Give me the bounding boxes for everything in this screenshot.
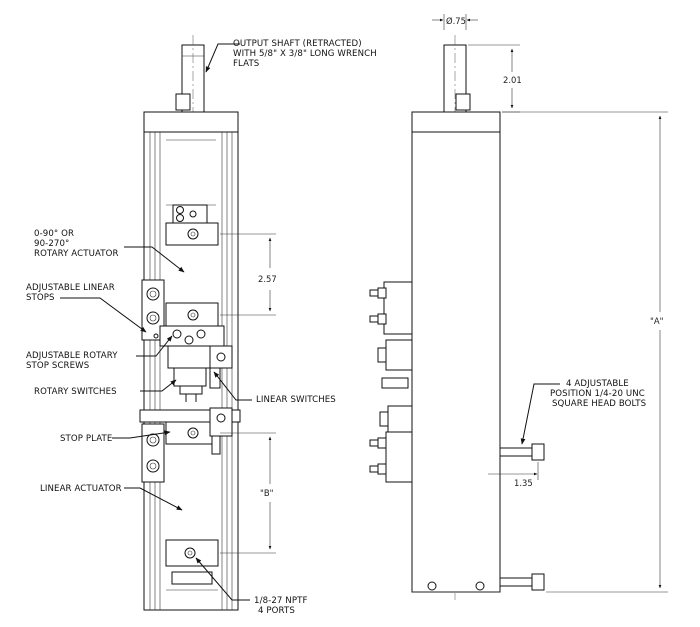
- npt-ports-label-line-2: 4 PORTS: [258, 606, 295, 616]
- npt-ports-label-line-1: 1/8-27 NPTF: [254, 596, 308, 606]
- dim-shaft-diameter: Ø.75: [432, 14, 478, 30]
- side-top-cap: [411, 111, 501, 133]
- stop-plate: [139, 407, 241, 455]
- callout-linear-actuator: LINEAR ACTUATOR: [40, 484, 183, 511]
- output-shaft-label-line-3: FLATS: [233, 59, 259, 69]
- shaft-diameter-value: Ø.75: [446, 16, 466, 26]
- callout-npt-ports: 1/8-27 NPTF 4 PORTS: [195, 557, 308, 616]
- shaft-extension-value: 2.01: [503, 75, 522, 85]
- rotary-block-upper: [165, 222, 219, 246]
- square-head-bolts-label-line-1: 4 ADJUSTABLE: [566, 379, 629, 389]
- square-head-bolts-label-line-2: POSITION 1/4-20 UNC: [550, 389, 645, 399]
- side-stop-blocks: [369, 281, 413, 483]
- output-shaft-label-line-2: WITH 5/8" X 3/8" LONG WRENCH: [233, 49, 377, 59]
- piston-detail: [172, 204, 208, 224]
- dim-bolt-offset: 1.35: [488, 462, 539, 488]
- linear-stops-label-line-1: ADJUSTABLE LINEAR: [26, 283, 115, 293]
- bolt-offset-value: 1.35: [514, 478, 533, 488]
- bottom-port-block: [165, 539, 219, 591]
- linear-stroke-value: "B": [260, 488, 274, 498]
- output-shaft: [175, 35, 205, 600]
- top-end-cap: [143, 111, 239, 133]
- overall-length-value: "A": [650, 316, 664, 326]
- callout-rotary-stop-screws: ADJUSTABLE ROTARY STOP SCREWS: [26, 335, 173, 371]
- rotary-block-middle: [159, 302, 225, 347]
- callout-linear-switches: LINEAR SWITCHES: [213, 371, 336, 405]
- side-body: [411, 131, 501, 593]
- stop-plate-label: STOP PLATE: [60, 434, 112, 444]
- dim-linear-stroke: "B": [220, 432, 276, 554]
- lower-linear-stops: [141, 423, 165, 483]
- front-view: 2.57 "B" OUTPUT SHAFT (RETRACTED) WITH 5…: [26, 35, 377, 616]
- rotary-stop-screws-label-line-2: STOP SCREWS: [26, 361, 89, 371]
- square-head-bolts-label-line-3: SQUARE HEAD BOLTS: [552, 399, 646, 409]
- rotary-actuator-label-line-2: 90-270°: [34, 239, 69, 249]
- callout-stop-plate: STOP PLATE: [60, 430, 171, 444]
- side-view: Ø.75 2.01 "A" 1.35 4 ADJUSTABLE POSITION…: [369, 14, 668, 600]
- output-shaft-label-line-1: OUTPUT SHAFT (RETRACTED): [233, 39, 362, 49]
- callout-rotary-actuator: 0-90° OR 90-270° ROTARY ACTUATOR: [34, 229, 185, 273]
- callout-output-shaft: OUTPUT SHAFT (RETRACTED) WITH 5/8" X 3/8…: [205, 39, 377, 73]
- adjustable-linear-stops: [141, 279, 165, 341]
- rotary-stroke-value: 2.57: [258, 274, 277, 284]
- callout-rotary-switches: ROTARY SWITCHES: [34, 379, 177, 397]
- rotary-switch-assembly: [167, 345, 233, 402]
- linear-switches-label: LINEAR SWITCHES: [256, 395, 336, 405]
- rotary-actuator-label-line-3: ROTARY ACTUATOR: [34, 249, 119, 259]
- dim-overall-length: "A": [502, 111, 668, 593]
- dim-shaft-extension: 2.01: [468, 44, 522, 113]
- side-square-head-bolts: [427, 443, 545, 591]
- rotary-actuator-label-line-1: 0-90° OR: [34, 229, 74, 239]
- callout-square-head-bolts: 4 ADJUSTABLE POSITION 1/4-20 UNC SQUARE …: [520, 379, 646, 445]
- rotary-stop-screws-label-line-1: ADJUSTABLE ROTARY: [26, 351, 118, 361]
- callout-linear-stops: ADJUSTABLE LINEAR STOPS: [26, 283, 147, 333]
- linear-stops-label-line-2: STOPS: [26, 293, 55, 303]
- rotary-switches-label: ROTARY SWITCHES: [34, 387, 117, 397]
- linear-actuator-label: LINEAR ACTUATOR: [40, 484, 122, 494]
- dim-rotary-stroke: 2.57: [220, 233, 277, 316]
